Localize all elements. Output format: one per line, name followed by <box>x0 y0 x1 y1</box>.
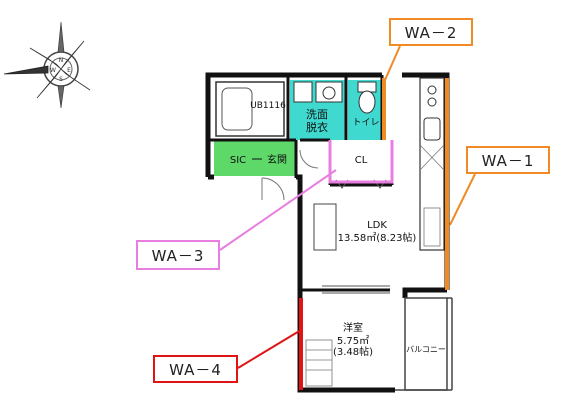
sic-label: SIC <box>230 155 246 166</box>
wa1-leader-line <box>449 173 476 226</box>
western-room-label: 洋室 <box>343 321 363 334</box>
compass-point-nw <box>29 47 62 70</box>
callout-wa3: WA－3 <box>136 240 220 270</box>
western-closet <box>305 339 333 387</box>
compass-label-w: W <box>50 67 56 74</box>
kitchen-counter <box>419 77 445 251</box>
callout-wa4: WA－4 <box>153 355 238 383</box>
compass-point-s <box>57 85 65 109</box>
washroom-label-1: 洗面 <box>306 108 328 121</box>
callout-wa1: WA－1 <box>466 146 550 174</box>
wa3-leader-line <box>219 169 337 251</box>
compass-point-sw <box>36 68 62 99</box>
compass-point-se <box>60 68 91 91</box>
washroom-fixtures: 洗面 脱衣 <box>293 81 343 134</box>
washroom-label-2: 脱衣 <box>306 120 328 134</box>
balcony-outline <box>395 297 453 391</box>
balcony-label: バルコニー <box>406 345 446 354</box>
western-area-label-1: 5.75㎡ <box>337 335 369 347</box>
compass-label-e: E <box>67 67 71 74</box>
sliding-doors <box>322 285 390 294</box>
ldk-table <box>313 203 337 251</box>
ldk-area-label: 13.58㎡(8.23帖) <box>338 231 417 244</box>
wa3-wall-highlight <box>328 140 394 184</box>
wa2-leader-line <box>384 45 401 81</box>
cl-label: CL <box>355 155 368 166</box>
washroom-door-swing <box>299 149 319 169</box>
toilet-label: トイレ <box>352 118 379 128</box>
compass-point-ne <box>60 40 85 70</box>
wa4-leader-line <box>237 329 302 369</box>
western-area-label-2: (3.48帖) <box>333 345 373 358</box>
compass-label-s: S <box>59 76 63 83</box>
ldk-label: LDK <box>367 220 387 231</box>
bathtub-fixture: UB1116 <box>215 81 286 137</box>
callout-wa2: WA－2 <box>389 18 473 46</box>
bath-label: UB1116 <box>250 101 286 111</box>
compass-label-n: N <box>59 57 64 64</box>
entrance-door-swing <box>261 177 285 201</box>
compass-rose-icon: N E S W <box>3 21 91 109</box>
compass-point-w <box>3 65 49 75</box>
compass-point-n <box>57 21 65 53</box>
entrance-label: 玄関 <box>267 153 287 166</box>
toilet-fixture: トイレ <box>352 81 380 128</box>
